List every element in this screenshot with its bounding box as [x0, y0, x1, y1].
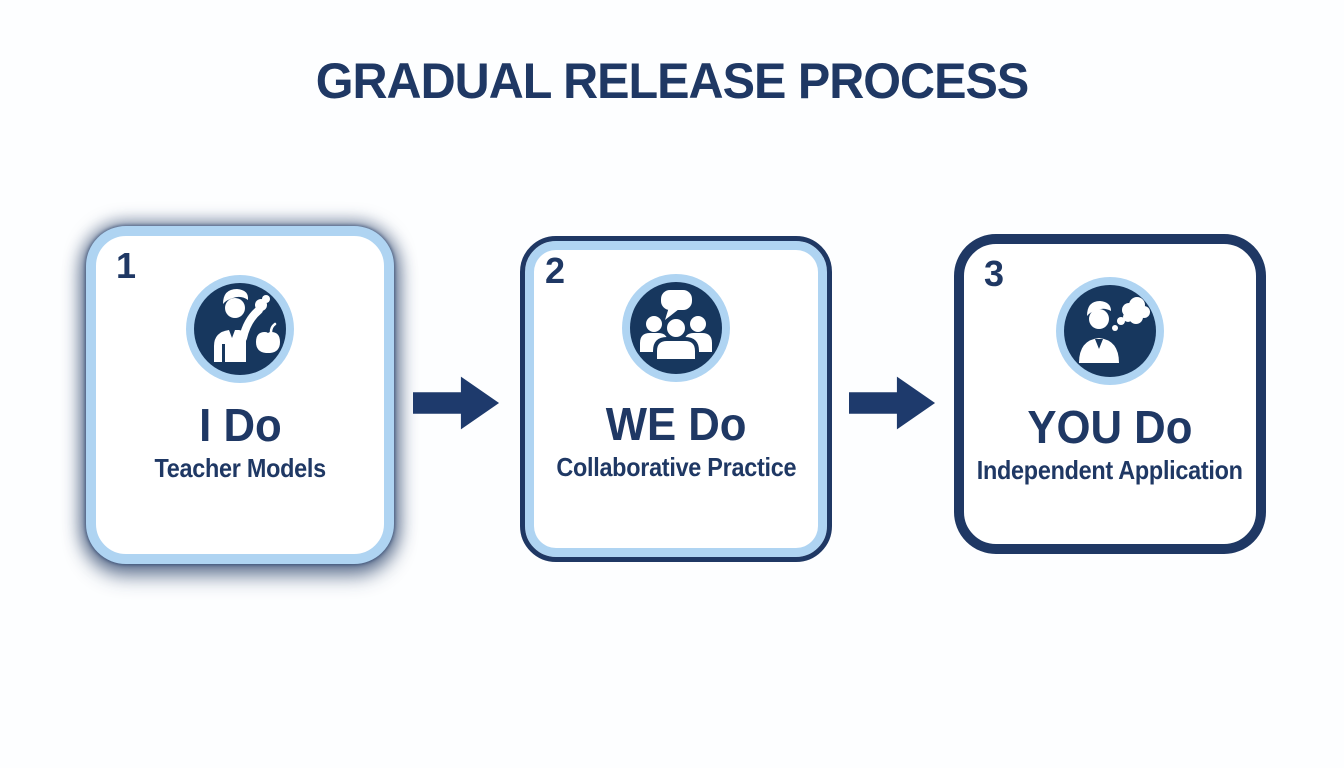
step-subtitle: Teacher Models	[154, 452, 326, 483]
step-heading: WE Do	[605, 398, 747, 450]
page-title: GRADUAL RELEASE PROCESS	[315, 53, 1029, 109]
collaborative-group-icon	[622, 274, 730, 382]
right-arrow-icon	[849, 376, 936, 430]
teacher-models-icon	[186, 275, 294, 383]
step-card-i-do: 1 I Do Teacher Models	[86, 226, 394, 564]
right-arrow-icon	[413, 376, 500, 430]
step-number: 2	[545, 250, 566, 291]
step-number: 1	[116, 245, 137, 286]
step-heading: YOU Do	[1027, 401, 1193, 453]
step-heading: I Do	[198, 399, 282, 451]
step-number: 3	[984, 253, 1005, 294]
independent-thinker-icon	[1056, 277, 1164, 385]
step-subtitle: Collaborative Practice	[556, 451, 796, 482]
step-card-we-do: 2 WE Do Collaborative Practice	[520, 236, 832, 562]
step-subtitle: Independent Application	[977, 454, 1243, 485]
step-card-you-do: 3 YOU Do Independent Application	[954, 234, 1266, 554]
